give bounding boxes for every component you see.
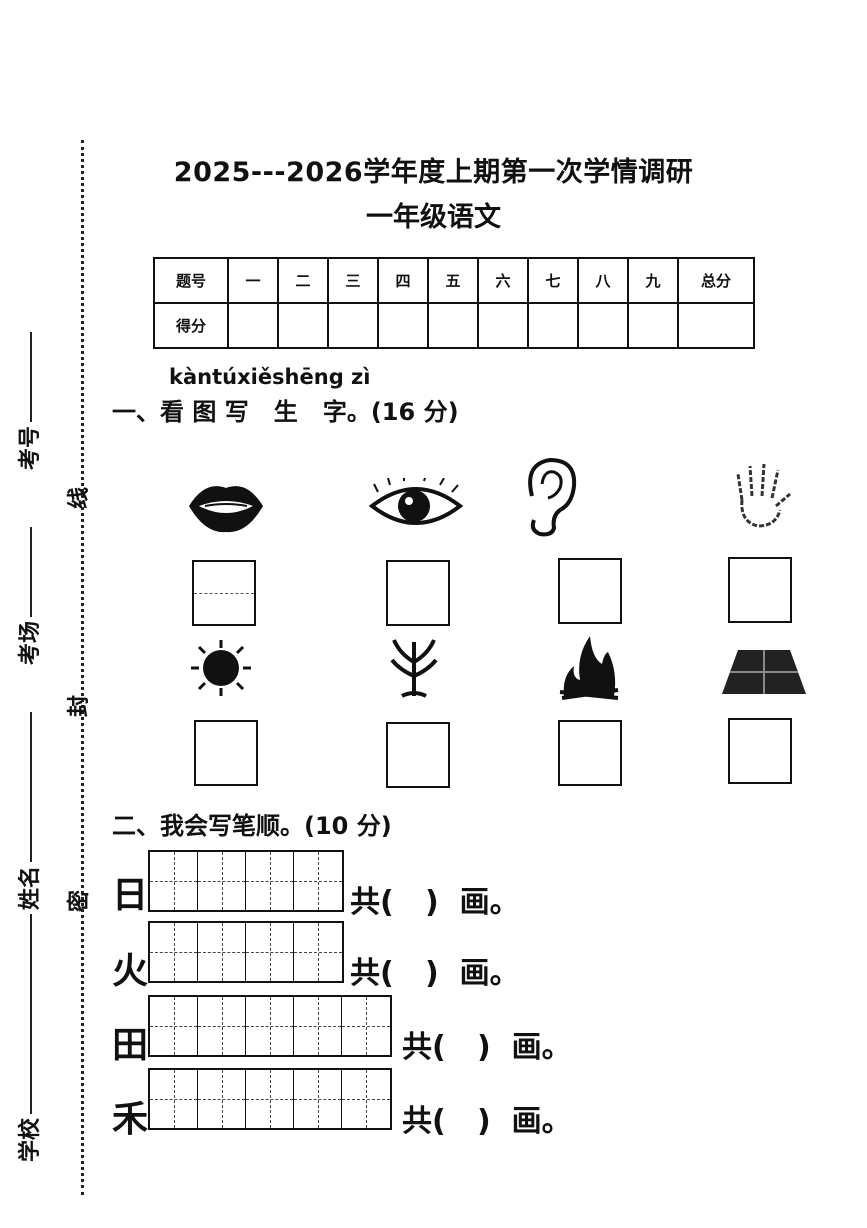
- stroke-row-char: 火: [112, 951, 149, 992]
- hand-icon: [736, 463, 791, 528]
- stroke-grid[interactable]: [148, 921, 344, 983]
- score-table-score-row: 得分: [153, 302, 755, 349]
- score-col-9: 九: [627, 257, 679, 304]
- answer-box[interactable]: [558, 558, 622, 624]
- page-subtitle: 一年级语文: [366, 202, 501, 233]
- score-col-6: 六: [477, 257, 529, 304]
- score-cell[interactable]: [327, 302, 379, 349]
- stroke-grid[interactable]: [148, 850, 344, 912]
- name-label: 姓名: [12, 711, 44, 910]
- section1-pinyin: kàntúxiěshēng zì: [169, 365, 371, 389]
- score-col-2: 二: [277, 257, 329, 304]
- score-cell[interactable]: [477, 302, 529, 349]
- stroke-row-char: 禾: [112, 1099, 149, 1140]
- score-cell[interactable]: [377, 302, 429, 349]
- score-cell[interactable]: [627, 302, 679, 349]
- question-number-header: 题号: [153, 257, 229, 304]
- score-col-total: 总分: [677, 257, 755, 304]
- eye-icon: [368, 478, 464, 525]
- score-cell[interactable]: [677, 302, 755, 349]
- stroke-count-text: 共( ) 画。: [402, 1030, 572, 1065]
- seal-secret-char: 密: [67, 889, 93, 913]
- score-col-8: 八: [577, 257, 629, 304]
- stroke-count-text: 共( ) 画。: [350, 956, 520, 991]
- score-cell[interactable]: [427, 302, 479, 349]
- sun-icon: [191, 640, 251, 696]
- field-icon: [722, 650, 806, 694]
- page-title: 2025---2026学年度上期第一次学情调研: [173, 157, 694, 188]
- stroke-count-text: 共( ) 画。: [402, 1104, 572, 1139]
- score-col-5: 五: [427, 257, 479, 304]
- score-col-1: 一: [227, 257, 279, 304]
- stroke-row-char: 日: [112, 875, 149, 916]
- exam-room-label: 考场: [12, 526, 44, 665]
- stroke-count-text: 共( ) 画。: [350, 885, 520, 920]
- exam-number-label: 考号: [12, 331, 44, 470]
- stroke-grid[interactable]: [148, 995, 392, 1057]
- section2-title: 二、我会写笔顺。(10 分): [112, 812, 392, 840]
- ear-icon: [528, 457, 577, 537]
- score-col-7: 七: [527, 257, 579, 304]
- seal-line-char: 线: [67, 486, 93, 510]
- answer-box[interactable]: [728, 557, 792, 623]
- score-cell[interactable]: [227, 302, 279, 349]
- score-row-header: 得分: [153, 302, 229, 349]
- stroke-row-char: 田: [112, 1025, 149, 1066]
- stroke-grid[interactable]: [148, 1068, 392, 1130]
- answer-box[interactable]: [386, 722, 450, 788]
- mouth-icon: [189, 486, 263, 533]
- score-col-4: 四: [377, 257, 429, 304]
- section1-title: 一、看 图 写 生 字。(16 分): [112, 398, 459, 426]
- score-col-3: 三: [327, 257, 379, 304]
- binding-dotted-line: [81, 140, 84, 1195]
- plant-icon: [390, 639, 438, 698]
- seal-seal-char: 封: [67, 694, 93, 718]
- answer-box[interactable]: [192, 560, 256, 626]
- school-label: 学校: [12, 913, 44, 1162]
- score-cell[interactable]: [527, 302, 579, 349]
- fire-icon: [559, 636, 619, 700]
- answer-box[interactable]: [728, 718, 792, 784]
- score-cell[interactable]: [277, 302, 329, 349]
- score-table: 题号 一 二 三 四 五 六 七 八 九 总分 得分: [153, 257, 755, 349]
- score-cell[interactable]: [577, 302, 629, 349]
- answer-box[interactable]: [194, 720, 258, 786]
- answer-box[interactable]: [386, 560, 450, 626]
- score-table-header-row: 题号 一 二 三 四 五 六 七 八 九 总分: [153, 257, 755, 304]
- answer-box[interactable]: [558, 720, 622, 786]
